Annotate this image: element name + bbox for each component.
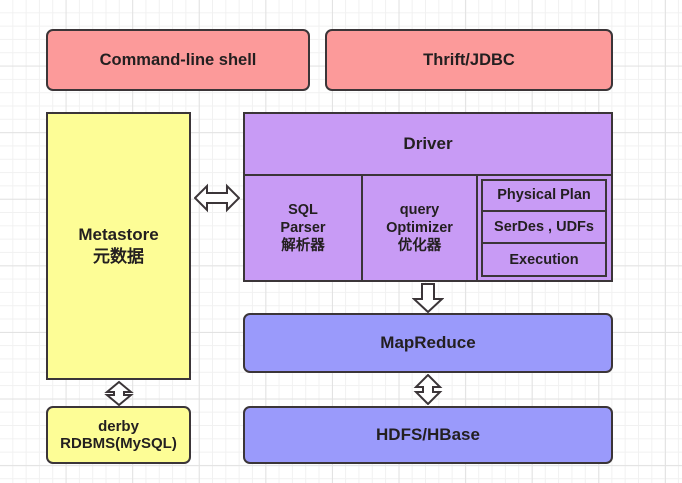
driver-cell-serdes-udfs[interactable]: SerDes , UDFs xyxy=(481,211,607,245)
sql-parser-line3: 解析器 xyxy=(281,238,325,255)
sql-parser-line1: SQL xyxy=(288,201,318,218)
query-optimizer-line1: query xyxy=(399,201,440,218)
driver-title: Driver xyxy=(245,114,611,176)
node-label: HDFS/HBase xyxy=(376,425,480,445)
driver-cell-query-optimizer[interactable]: query Optimizer 优化器 xyxy=(363,176,478,280)
metastore-label-en: Metastore xyxy=(78,225,159,245)
node-metastore[interactable]: Metastore 元数据 xyxy=(46,112,191,380)
node-driver[interactable]: Driver SQL Parser 解析器 query Optimizer 优化… xyxy=(243,112,613,282)
derby-label-line2: RDBMS(MySQL) xyxy=(60,435,177,452)
driver-cell-sql-parser[interactable]: SQL Parser 解析器 xyxy=(245,176,363,280)
sql-parser-line2: Parser xyxy=(280,219,326,236)
node-label: Thrift/JDBC xyxy=(423,50,515,69)
query-optimizer-line2: Optimizer xyxy=(386,219,453,236)
driver-cell-execution[interactable]: Execution xyxy=(481,244,607,278)
double-arrow-vertical-icon xyxy=(413,374,443,405)
node-command-line-shell[interactable]: Command-line shell xyxy=(46,29,310,91)
arrow-down-icon xyxy=(412,283,444,313)
query-optimizer-line3: 优化器 xyxy=(397,238,442,255)
driver-cell-physical-plan[interactable]: Physical Plan xyxy=(481,179,607,212)
node-mapreduce[interactable]: MapReduce xyxy=(243,313,613,373)
metastore-label-zh: 元数据 xyxy=(93,247,144,266)
double-arrow-horizontal-icon xyxy=(194,183,240,213)
driver-columns: SQL Parser 解析器 query Optimizer 优化器 Physi… xyxy=(245,176,611,280)
double-arrow-vertical-icon xyxy=(104,381,134,406)
node-thrift-jdbc[interactable]: Thrift/JDBC xyxy=(325,29,613,91)
driver-right-stack: Physical Plan SerDes , UDFs Execution xyxy=(478,176,611,280)
derby-label-line1: derby xyxy=(98,417,139,435)
node-label: MapReduce xyxy=(380,333,476,353)
node-label: Command-line shell xyxy=(99,50,257,69)
node-hdfs-hbase[interactable]: HDFS/HBase xyxy=(243,406,613,464)
node-derby-rdbms[interactable]: derby RDBMS(MySQL) xyxy=(46,406,191,464)
